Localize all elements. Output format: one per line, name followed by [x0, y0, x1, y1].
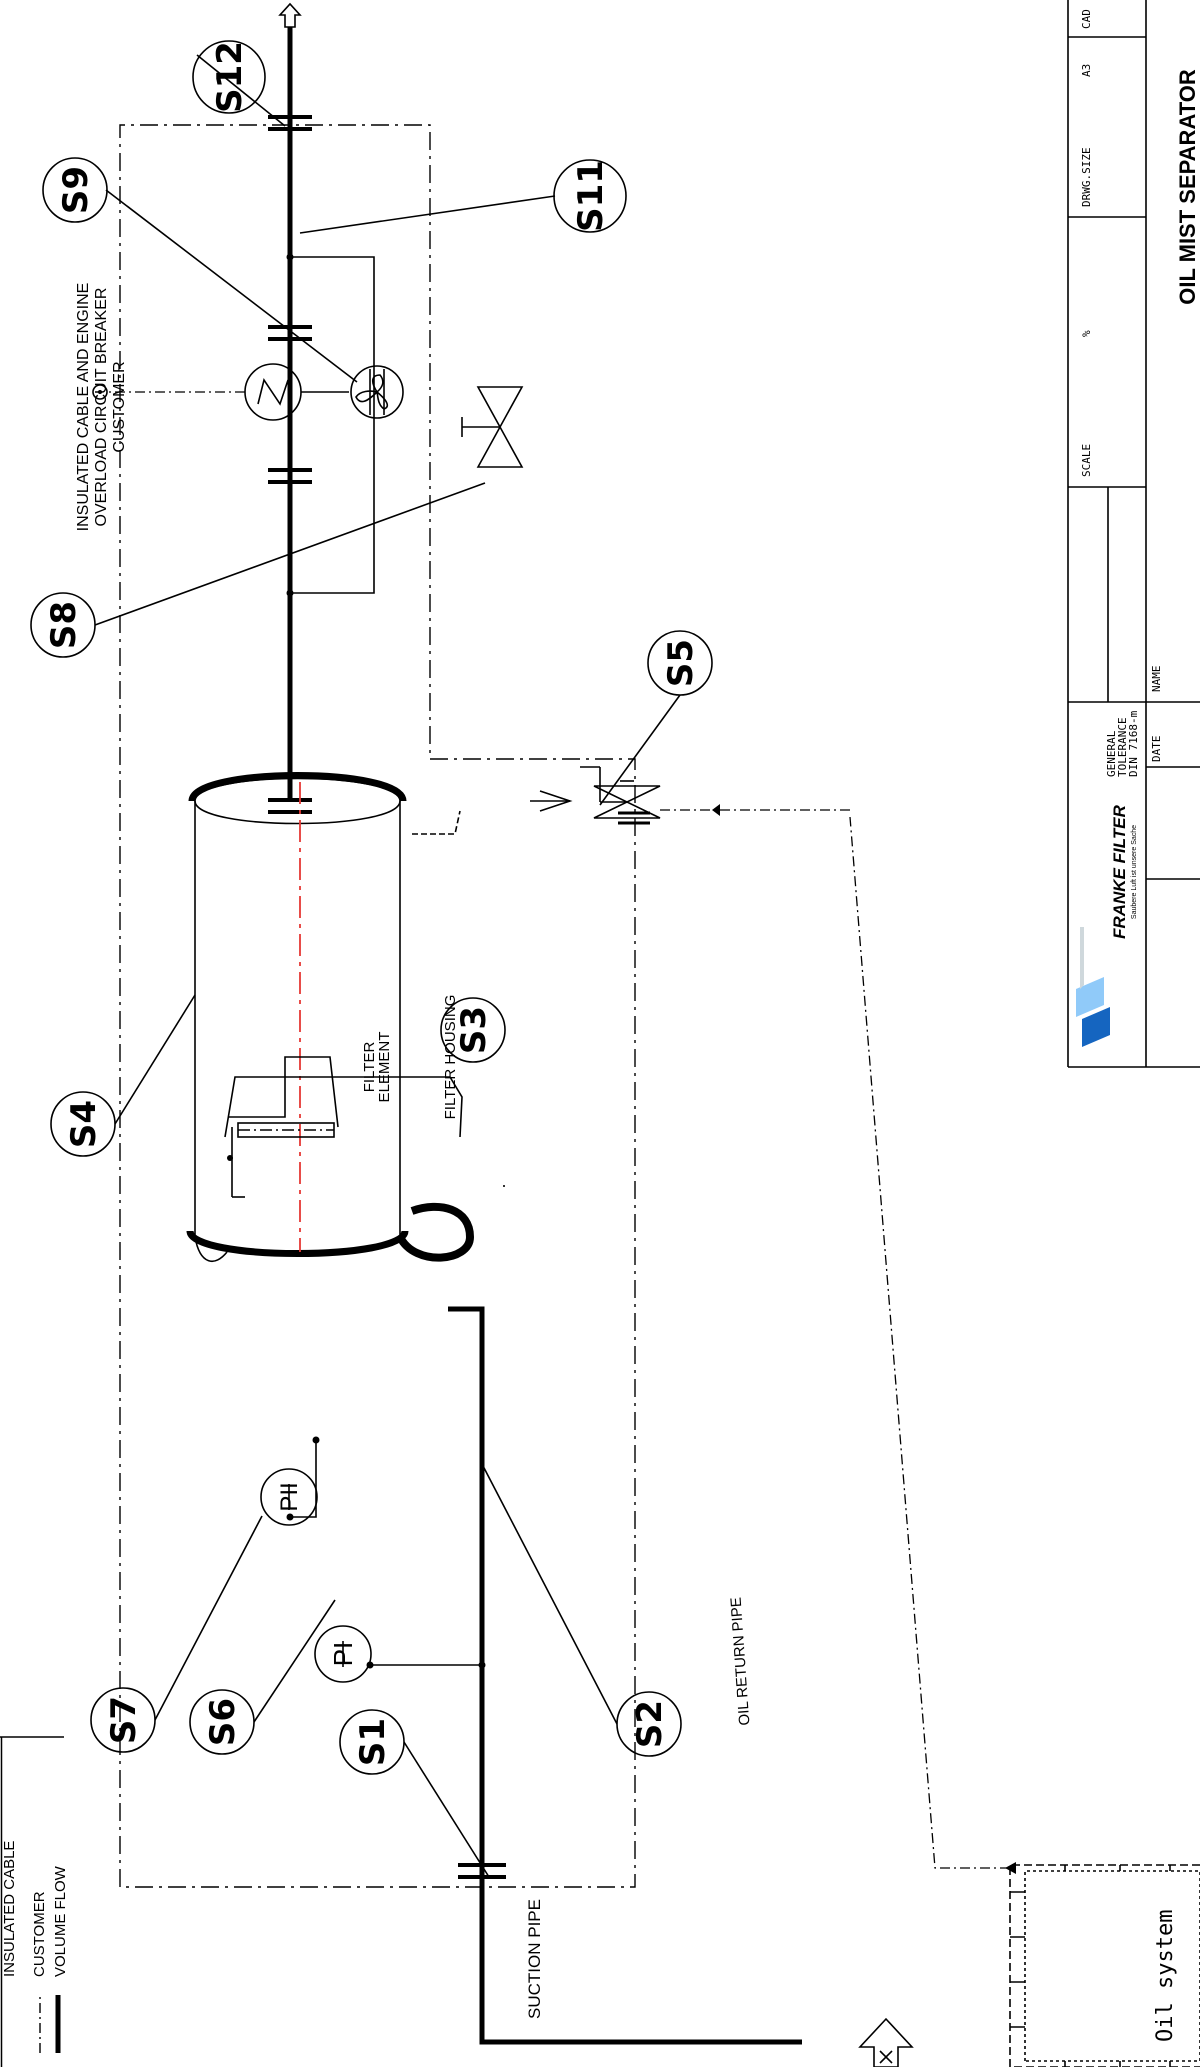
callout-s11: S11	[553, 159, 627, 233]
callout-s5: S5	[647, 630, 713, 696]
svg-text:S2: S2	[630, 1700, 670, 1748]
cable-note-line2: OVERLOAD CIRCUIT BREAKER	[93, 288, 110, 527]
svg-text:S5: S5	[661, 639, 701, 687]
name-label: NAME	[1150, 666, 1163, 693]
filter-housing-label: FILTER HOUSING	[442, 995, 459, 1120]
svg-text:FILTER: FILTER	[361, 1042, 378, 1093]
legend-volume-flow: VOLUME FLOW	[52, 1865, 69, 1977]
pi-label: PI	[328, 1642, 358, 1667]
scale-label: SCALE	[1080, 444, 1093, 477]
callout-s1: S1	[339, 1709, 405, 1775]
filter-element-label: FILTER ELEMENT	[361, 1032, 393, 1103]
callout-leaders	[94, 54, 681, 1878]
pressure-gauge-pii: PII	[260, 1468, 318, 1526]
callout-s2: S2	[616, 1691, 682, 1757]
svg-text:S12: S12	[210, 41, 250, 113]
legend-insulated-cable: INSULATED CABLE	[1, 1841, 18, 1977]
title-block: FRANKE FILTER Saubere Luft ist unsere Sa…	[1067, 0, 1200, 1068]
oil-system-tank: Oil system	[1009, 1864, 1200, 2067]
motor	[244, 363, 302, 421]
company-logo: FRANKE FILTER Saubere Luft ist unsere Sa…	[1076, 804, 1138, 1047]
outlet-arrow-icon	[278, 2, 302, 28]
legend-customer: CUSTOMER	[31, 1891, 48, 1977]
svg-text:ELEMENT: ELEMENT	[376, 1032, 393, 1103]
company-tagline: Saubere Luft ist unsere Sache	[1131, 825, 1138, 919]
general-tolerance-line1: GENERAL	[1105, 730, 1118, 777]
cable-note-line3: CUSTOMER	[111, 361, 128, 452]
svg-text:S7: S7	[104, 1696, 144, 1744]
suction-pipe-label: SUCTION PIPE	[525, 1899, 544, 2019]
legend: INSULATED CABLE CUSTOMER VOLUME FLOW	[0, 1736, 69, 2067]
general-tolerance-line2: TOLERANCE	[1116, 717, 1129, 777]
cable-note: INSULATED CABLE AND ENGINE OVERLOAD CIRC…	[75, 283, 128, 532]
pipe-flanges	[268, 115, 650, 1879]
svg-text:S8: S8	[44, 601, 84, 649]
cable-note-line1: INSULATED CABLE AND ENGINE	[75, 283, 92, 532]
fan	[350, 365, 404, 419]
drwg-size-label: DRWG.SIZE	[1080, 147, 1093, 207]
cad-label: CAD	[1080, 9, 1093, 29]
svg-text:S9: S9	[56, 166, 96, 214]
callout-s12: S12	[192, 40, 266, 114]
pii-label: PII	[276, 1482, 303, 1511]
callout-s8: S8	[30, 592, 96, 658]
bypass-valve	[461, 386, 524, 468]
svg-text:S4: S4	[64, 1100, 104, 1148]
company-name: FRANKE FILTER	[1110, 804, 1129, 939]
scale-value: %	[1080, 330, 1093, 337]
general-tolerance-line3: DIN 7168-m	[1127, 710, 1140, 777]
circuit-breaker-icon	[92, 384, 108, 400]
date-label: DATE	[1150, 736, 1163, 763]
pressure-gauge-pi: PI	[314, 1625, 372, 1683]
callout-s9: S9	[42, 157, 108, 223]
customer-boundary	[119, 124, 636, 1888]
svg-text:S6: S6	[203, 1698, 243, 1746]
drawing-title: OIL MIST SEPARATOR	[1175, 69, 1200, 305]
callout-s6: S6	[189, 1689, 255, 1755]
callout-s3: S3	[440, 997, 506, 1063]
callout-s7: S7	[90, 1687, 156, 1753]
drwg-size-value: A3	[1080, 64, 1093, 77]
svg-text:S3: S3	[454, 1006, 494, 1054]
callout-s4: S4	[50, 1091, 116, 1157]
svg-text:S11: S11	[571, 160, 611, 232]
oil-system-label: Oil system	[1153, 1910, 1178, 2042]
svg-text:S1: S1	[353, 1718, 393, 1766]
oil-return-valve	[530, 766, 661, 819]
suction-inlet-arrow-icon	[858, 2017, 914, 2067]
oil-return-pipe-label: OIL RETURN PIPE	[728, 1597, 754, 1727]
filter-housing	[186, 772, 475, 1263]
